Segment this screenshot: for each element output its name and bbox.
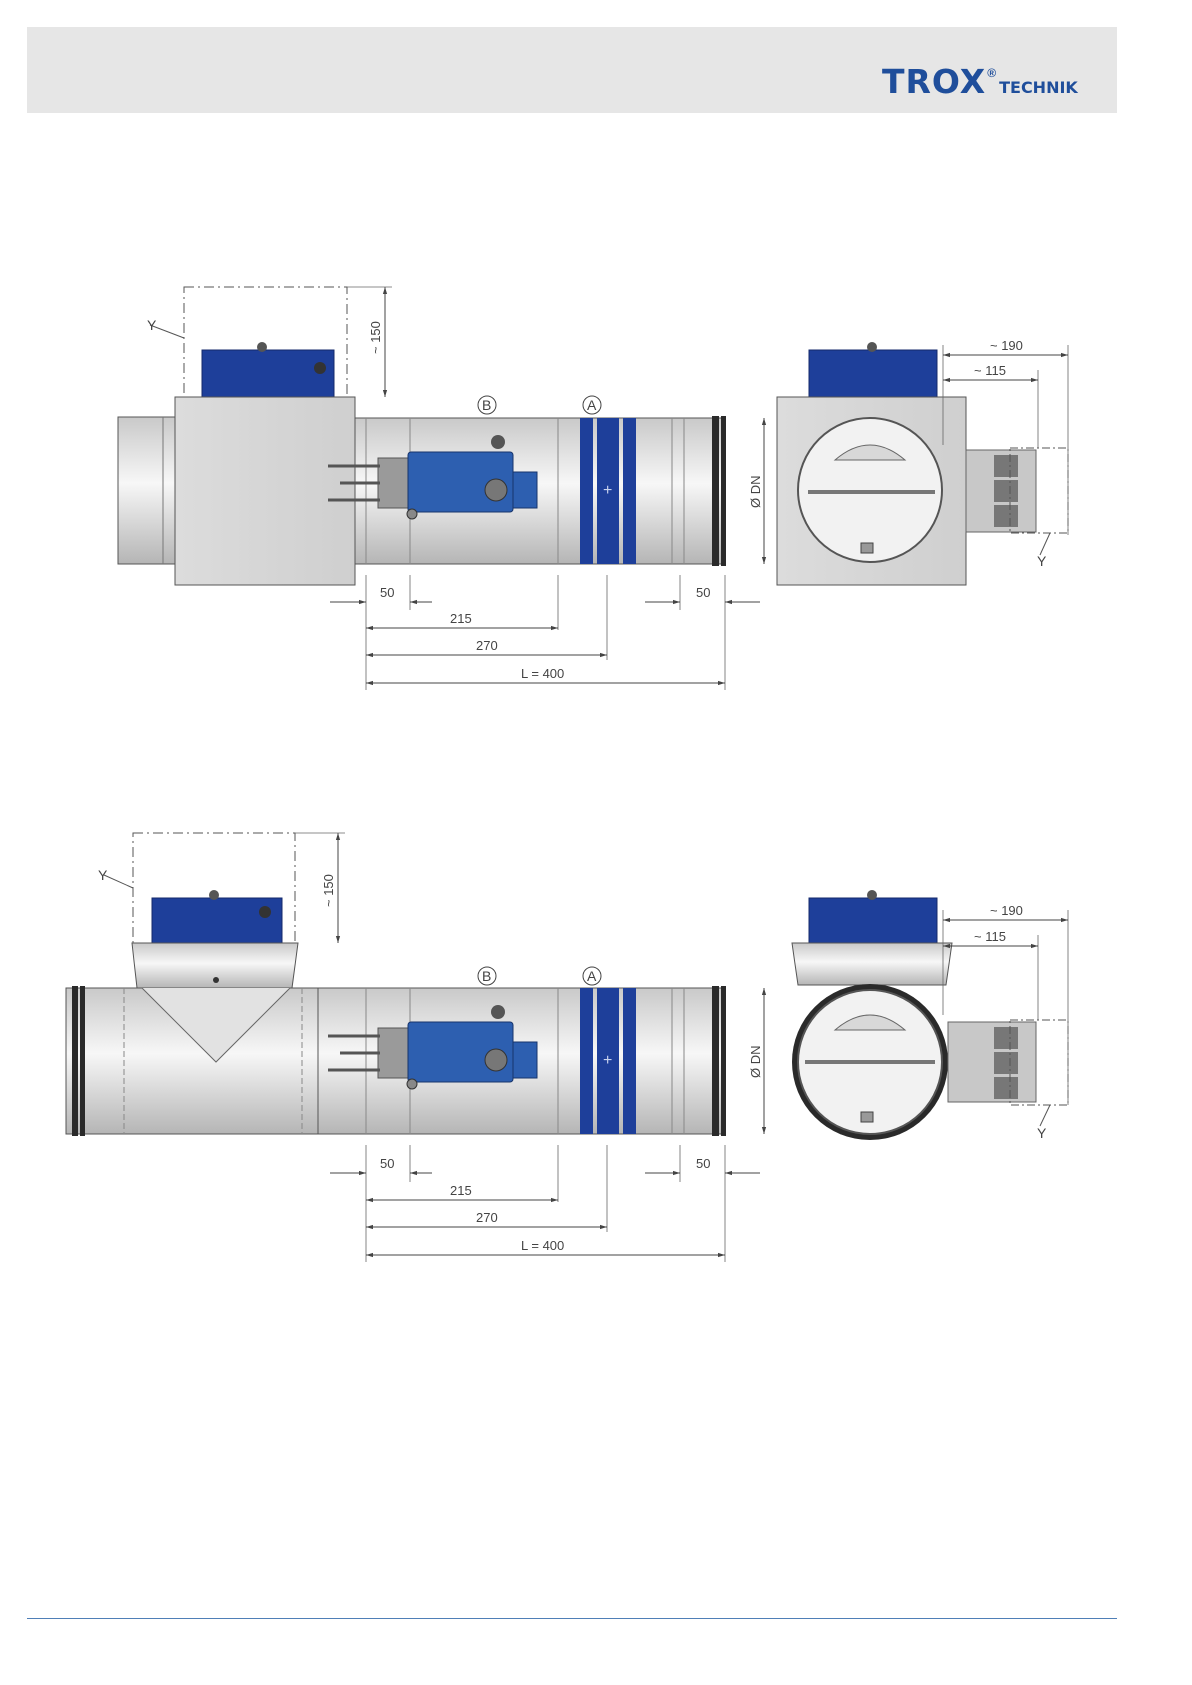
dim-215: 215: [450, 1183, 472, 1198]
dim-50-right: 50: [696, 585, 710, 600]
dim-height: ~ 150: [368, 321, 383, 354]
drawing-bottom: Y ~ 150 +: [66, 833, 1068, 1262]
dim-side-115: ~ 115: [974, 929, 1006, 944]
dim-side-115: ~ 115: [974, 363, 1006, 378]
dim-50-right: 50: [696, 1156, 710, 1171]
dim-50-left: 50: [380, 1156, 394, 1171]
dim-215: 215: [450, 611, 472, 626]
label-a: A: [587, 397, 597, 413]
label-y: Y: [147, 317, 157, 333]
dim-side-190: ~ 190: [990, 338, 1023, 353]
dim-50-left: 50: [380, 585, 394, 600]
label-y-side: Y: [1037, 553, 1047, 569]
dim-length: L = 400: [521, 1238, 564, 1253]
dim-270: 270: [476, 1210, 498, 1225]
svg-text:+: +: [603, 482, 612, 499]
dim-side-190: ~ 190: [990, 903, 1023, 918]
label-y-side: Y: [1037, 1125, 1047, 1141]
svg-text:+: +: [603, 1052, 612, 1069]
dim-length: L = 400: [521, 666, 564, 681]
dim-diameter: Ø DN: [748, 476, 763, 509]
label-b: B: [482, 397, 491, 413]
label-b: B: [482, 968, 491, 984]
footer-rule: [27, 1618, 1117, 1619]
dim-270: 270: [476, 638, 498, 653]
label-y: Y: [98, 867, 108, 883]
dim-height: ~ 150: [321, 874, 336, 907]
drawing-top: Y ~ 150 +: [118, 287, 1068, 690]
label-a: A: [587, 968, 597, 984]
dim-diameter: Ø DN: [748, 1046, 763, 1079]
